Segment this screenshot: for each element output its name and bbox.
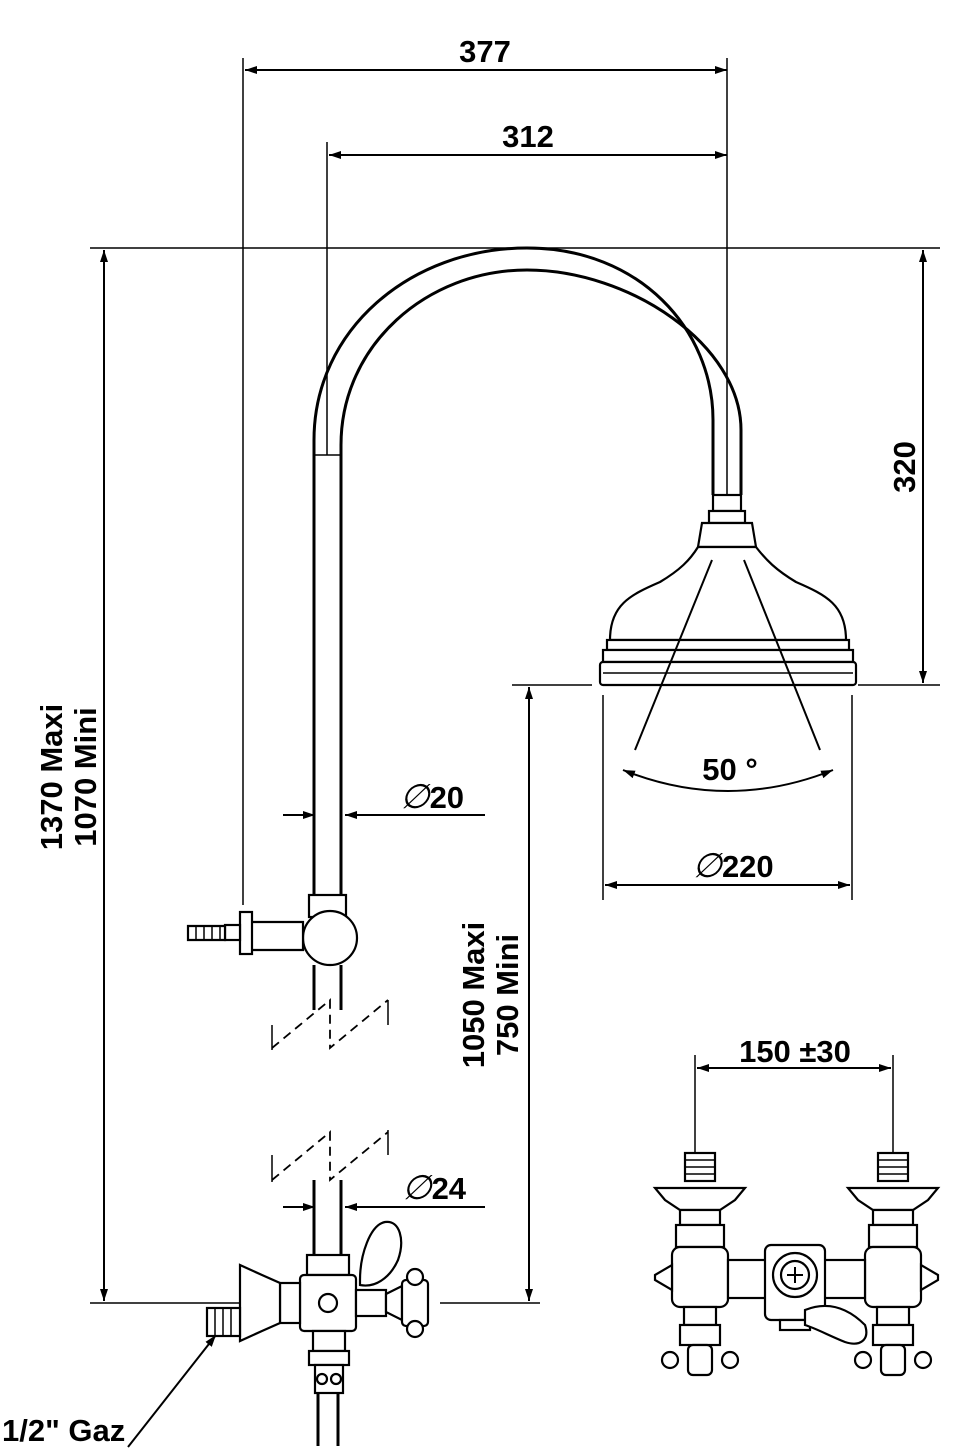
dim-label-377: 377 <box>459 34 511 69</box>
dim-label-total-height-maxi: 1370 Maxi <box>34 704 69 851</box>
dim-label-upper-tube-diameter: ∅20 <box>400 778 464 816</box>
right-valve-assembly <box>845 1151 941 1377</box>
dim-label-clearance-maxi: 1050 Maxi <box>456 922 491 1069</box>
extension-lines <box>90 58 940 1304</box>
dim-label-320: 320 <box>887 441 922 493</box>
diameter-symbol: ∅ <box>400 778 431 816</box>
dim-label-spray-angle: 50 ° <box>702 752 758 787</box>
mixer-body <box>726 1243 868 1345</box>
shower-arm <box>312 246 743 895</box>
diameter-symbol: ∅ <box>402 1169 433 1207</box>
lower-pipe-and-valve <box>205 1130 430 1446</box>
valve-top-view <box>652 1151 941 1377</box>
head-diameter-value: 220 <box>722 849 774 884</box>
diameter-symbol: ∅ <box>692 847 723 885</box>
dim-label-lower-tube-diameter: ∅24 <box>402 1169 467 1207</box>
lower-tube-diameter-value: 24 <box>432 1171 467 1206</box>
inlet-leader <box>127 1334 217 1448</box>
dim-label-312: 312 <box>502 119 554 154</box>
dimension-labels: 377 312 320 50 ° ∅220 ∅20 ∅24 1370 Maxi … <box>2 34 922 1448</box>
spray-angle-arc <box>622 769 834 792</box>
dim-label-total-height-mini: 1070 Mini <box>68 707 103 847</box>
dim-label-clearance-mini: 750 Mini <box>490 934 525 1056</box>
inlet-thread-label: 1/2" Gaz <box>2 1413 125 1448</box>
upper-tube-diameter-value: 20 <box>430 780 464 815</box>
shower-head <box>598 493 858 751</box>
diverter-hose-outlet <box>186 893 389 1050</box>
dim-label-head-diameter: ∅220 <box>692 847 773 885</box>
left-valve-assembly <box>652 1151 748 1377</box>
dimension-lines <box>100 66 927 1448</box>
dim-label-valve-spacing: 150 ±30 <box>739 1034 851 1069</box>
